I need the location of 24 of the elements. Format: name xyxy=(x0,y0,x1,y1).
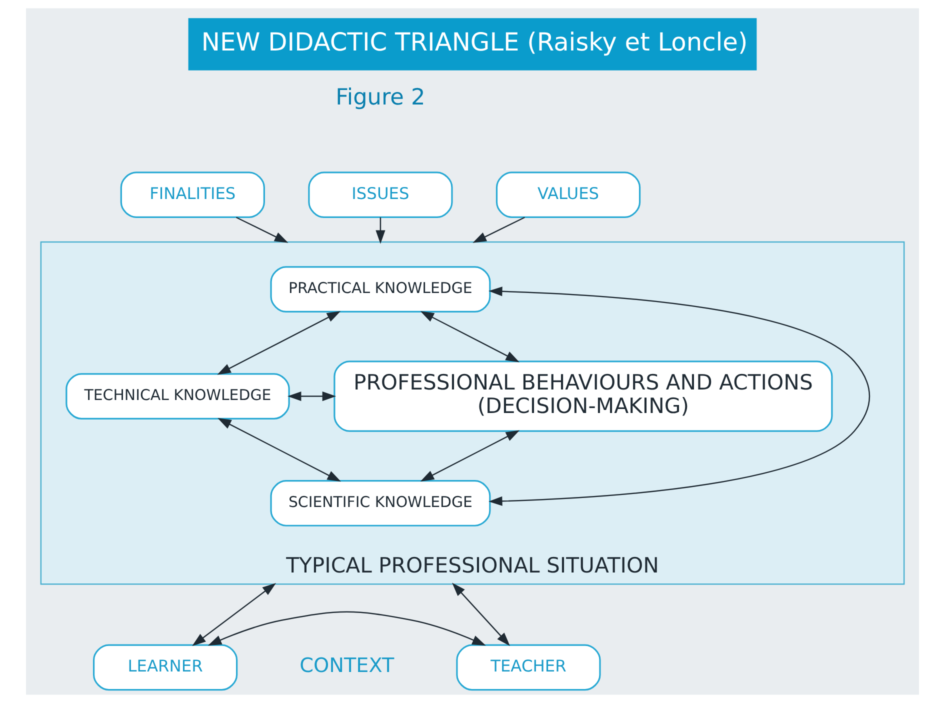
label: Figure 2 xyxy=(335,84,425,110)
arrow xyxy=(216,311,340,375)
node-box: ISSUES xyxy=(308,172,452,218)
arrow xyxy=(235,216,288,243)
node-box: TEACHER xyxy=(456,644,600,691)
arrow xyxy=(192,582,276,646)
arrow xyxy=(452,582,510,646)
arrow xyxy=(420,430,520,482)
arrow xyxy=(217,418,341,482)
arrow xyxy=(472,216,524,243)
arrow xyxy=(207,611,486,646)
node-box: SCIENTIFIC KNOWLEDGE xyxy=(270,480,490,526)
node-box: VALUES xyxy=(495,172,640,218)
arrow xyxy=(488,286,870,506)
arrow xyxy=(375,217,385,244)
node-box: FINALITIES xyxy=(120,172,264,218)
node-box: PROFESSIONAL BEHAVIOURS AND ACTIONS (DECISION-MAKING) xyxy=(333,360,832,432)
arrow xyxy=(287,391,336,402)
diagram-title: NEW DIDACTIC TRIANGLE (Raisky et Loncle) xyxy=(200,28,748,57)
node-box: TECHNICAL KNOWLEDGE xyxy=(65,373,290,420)
node-box: PRACTICAL KNOWLEDGE xyxy=(270,266,490,312)
arrow xyxy=(420,311,519,362)
node-box: LEARNER xyxy=(92,644,238,691)
label: CONTEXT xyxy=(299,654,394,678)
